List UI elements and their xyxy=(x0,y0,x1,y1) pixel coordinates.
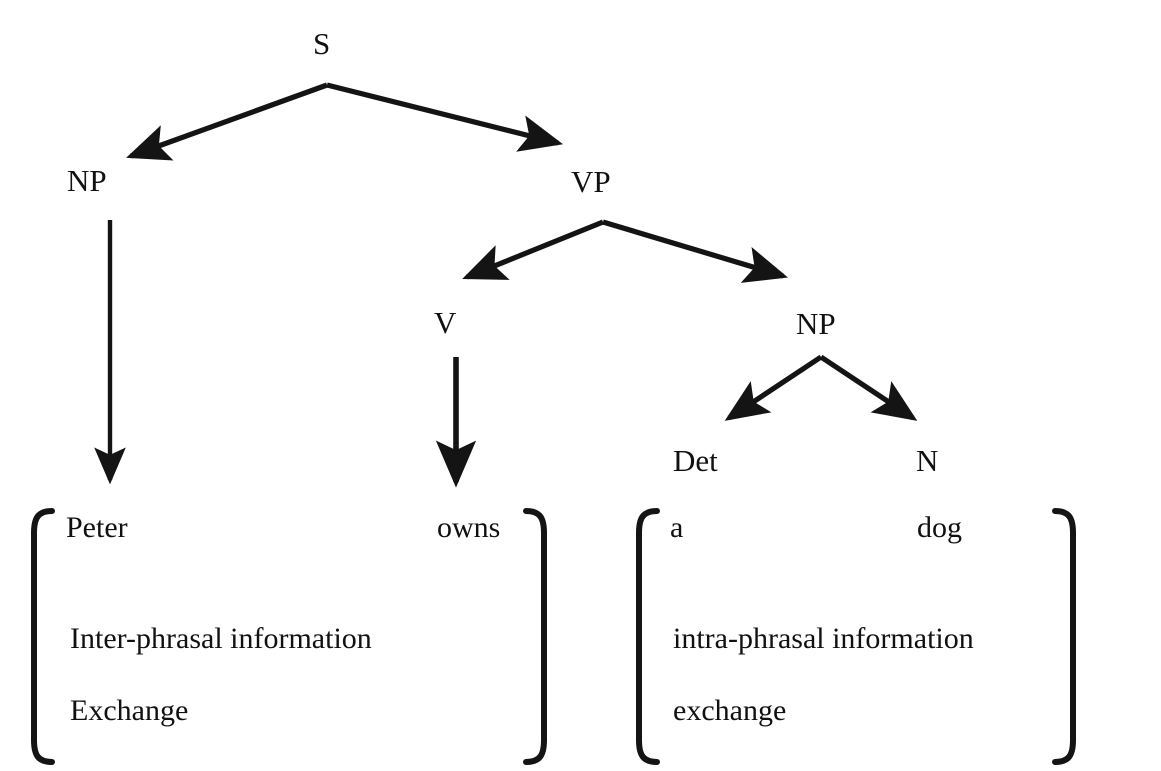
edge-s-to-vp xyxy=(326,82,564,152)
intra-phrasal-line-2: exchange xyxy=(673,694,787,727)
leaf-word-a: a xyxy=(670,511,684,544)
node-label-det: Det xyxy=(673,443,718,478)
node-label-vp: VP xyxy=(571,164,611,199)
node-label-s: S xyxy=(313,26,331,61)
leaf-word-dog: dog xyxy=(917,511,962,544)
leaf-word-owns: owns xyxy=(437,511,501,544)
inter-phrasal-box-left-bracket xyxy=(31,508,55,765)
node-label-n: N xyxy=(916,443,939,478)
intra-phrasal-box-left-bracket xyxy=(636,508,660,765)
edge-np-object-to-det xyxy=(724,354,823,421)
inter-phrasal-line-1: Inter-phrasal information xyxy=(70,622,372,655)
node-label-v: V xyxy=(434,305,457,340)
inter-phrasal-line-2: Exchange xyxy=(70,694,189,727)
edge-s-to-np-subject xyxy=(126,82,328,161)
node-label-np-object: NP xyxy=(796,306,836,341)
node-label-np-subject: NP xyxy=(67,163,107,198)
intra-phrasal-box-right-bracket xyxy=(1052,508,1076,765)
edge-vp-to-v xyxy=(462,219,604,280)
edge-vp-to-np-object xyxy=(602,219,788,283)
inter-phrasal-box-right-bracket xyxy=(523,508,547,765)
edge-np-object-to-n xyxy=(819,354,918,421)
leaf-word-peter: Peter xyxy=(66,511,128,544)
intra-phrasal-line-1: intra-phrasal information xyxy=(673,622,974,655)
